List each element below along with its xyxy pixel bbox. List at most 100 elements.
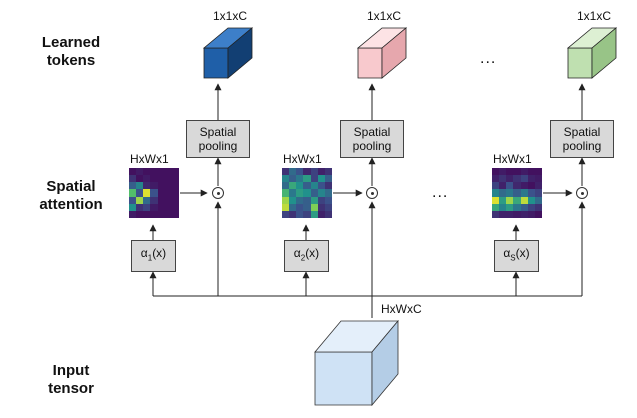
- function-subscript: 1: [147, 253, 153, 263]
- heatmap-cell: [317, 182, 325, 190]
- cube-front-face: [357, 47, 383, 79]
- heatmap-cell: [296, 175, 304, 183]
- cube-front-face: [567, 47, 593, 79]
- heatmap-cell: [150, 203, 158, 211]
- pooling-line: pooling: [562, 139, 602, 153]
- heatmap-cell: [534, 168, 542, 176]
- heatmap-cell: [310, 196, 318, 204]
- cube-side-face: [227, 27, 253, 79]
- heatmap-cell: [324, 210, 332, 218]
- heatmap-cell: [513, 189, 521, 197]
- row-label-learned-tokens: Learned tokens: [28, 34, 114, 70]
- heatmap-cell: [324, 196, 332, 204]
- heatmap-cell: [171, 203, 179, 211]
- heatmap-cell: [317, 189, 325, 197]
- heatmap-cell: [520, 175, 528, 183]
- heatmap-cell: [136, 196, 144, 204]
- heatmap-cell: [527, 175, 535, 183]
- cube-front-face: [203, 47, 229, 79]
- row-label-input-tensor: Input tensor: [28, 362, 114, 398]
- heatmap-cell: [310, 210, 318, 218]
- row-label-line: tokens: [46, 52, 96, 69]
- function-name: α: [140, 246, 148, 261]
- token-cube-1: [202, 27, 254, 79]
- heatmap-cell: [492, 189, 500, 197]
- heatmap-cell: [506, 203, 514, 211]
- heatmap-cell: [492, 168, 500, 176]
- heatmap-cell: [136, 210, 144, 218]
- heatmap-cell: [164, 189, 172, 197]
- heatmap-cell: [143, 210, 151, 218]
- function-subscript: S: [510, 253, 516, 263]
- heatmap-cell: [513, 196, 521, 204]
- function-arg: (x): [305, 246, 320, 261]
- row-label-line: Spatial: [46, 178, 96, 195]
- heatmap-cell: [150, 189, 158, 197]
- heatmap-cell: [492, 203, 500, 211]
- heatmap-cell: [534, 210, 542, 218]
- heatmap-cell: [282, 210, 290, 218]
- heatmap-cell: [324, 203, 332, 211]
- function-label: αS(x): [503, 246, 529, 265]
- heatmap-cell: [310, 168, 318, 176]
- heatmap-cell: [164, 182, 172, 190]
- heatmap-cell: [310, 175, 318, 183]
- heatmap-cell: [317, 196, 325, 204]
- heatmap-cell: [289, 203, 297, 211]
- heatmap-cell: [289, 210, 297, 218]
- heatmap-cell: [150, 168, 158, 176]
- input-tensor-cube: [314, 319, 399, 407]
- heatmap-cell: [164, 175, 172, 183]
- heatmap-cell: [310, 189, 318, 197]
- heatmap-cell: [282, 175, 290, 183]
- heatmap-cell: [513, 168, 521, 176]
- pooling-line: Spatial: [199, 125, 237, 139]
- heatmap-cell: [136, 168, 144, 176]
- heatmap-cell: [171, 168, 179, 176]
- function-name: α: [503, 246, 511, 261]
- heatmap-cell: [324, 175, 332, 183]
- heatmap-cell: [143, 175, 151, 183]
- heatmap-cell: [157, 168, 165, 176]
- heatmap-cell: [296, 196, 304, 204]
- heatmap-cell: [143, 168, 151, 176]
- heatmap-cell: [324, 182, 332, 190]
- cube-front-face: [314, 351, 373, 406]
- heatmap-cell: [303, 168, 311, 176]
- heatmap-cell: [506, 182, 514, 190]
- heatmap-cell: [143, 189, 151, 197]
- heatmap-cell: [527, 189, 535, 197]
- pooling-line: pooling: [198, 139, 238, 153]
- heatmap-cell: [303, 182, 311, 190]
- attention-function-box-s: αS(x): [494, 240, 539, 272]
- heatmap-cell: [157, 196, 165, 204]
- heatmap-cell: [303, 203, 311, 211]
- heatmap-cell: [150, 196, 158, 204]
- heatmap-cell: [492, 182, 500, 190]
- token-dim-label-2: 1x1xC: [367, 9, 402, 23]
- attention-heatmap-2: [282, 168, 332, 218]
- heatmap-cell: [520, 182, 528, 190]
- heatmap-cell: [317, 175, 325, 183]
- row-label-spatial-attention: Spatial attention: [28, 178, 114, 214]
- attention-heatmap-1: [129, 168, 179, 218]
- heatmap-cell: [499, 210, 507, 218]
- heatmap-cell: [303, 210, 311, 218]
- ellipsis-attention: ...: [432, 184, 449, 201]
- heatmap-cell: [499, 168, 507, 176]
- heatmap-cell: [317, 210, 325, 218]
- heatmap-cell: [289, 168, 297, 176]
- heatmap-cell: [534, 196, 542, 204]
- heatmap-cell: [499, 182, 507, 190]
- heatmap-cell: [136, 175, 144, 183]
- pooling-line: Spatial: [563, 125, 601, 139]
- token-cube-s: [566, 27, 618, 79]
- heatmap-cell: [129, 189, 137, 197]
- token-cube-2: [356, 27, 408, 79]
- heatmap-cell: [171, 175, 179, 183]
- heatmap-cell: [143, 182, 151, 190]
- ellipsis-tokens: ...: [480, 50, 497, 67]
- heatmap-cell: [513, 203, 521, 211]
